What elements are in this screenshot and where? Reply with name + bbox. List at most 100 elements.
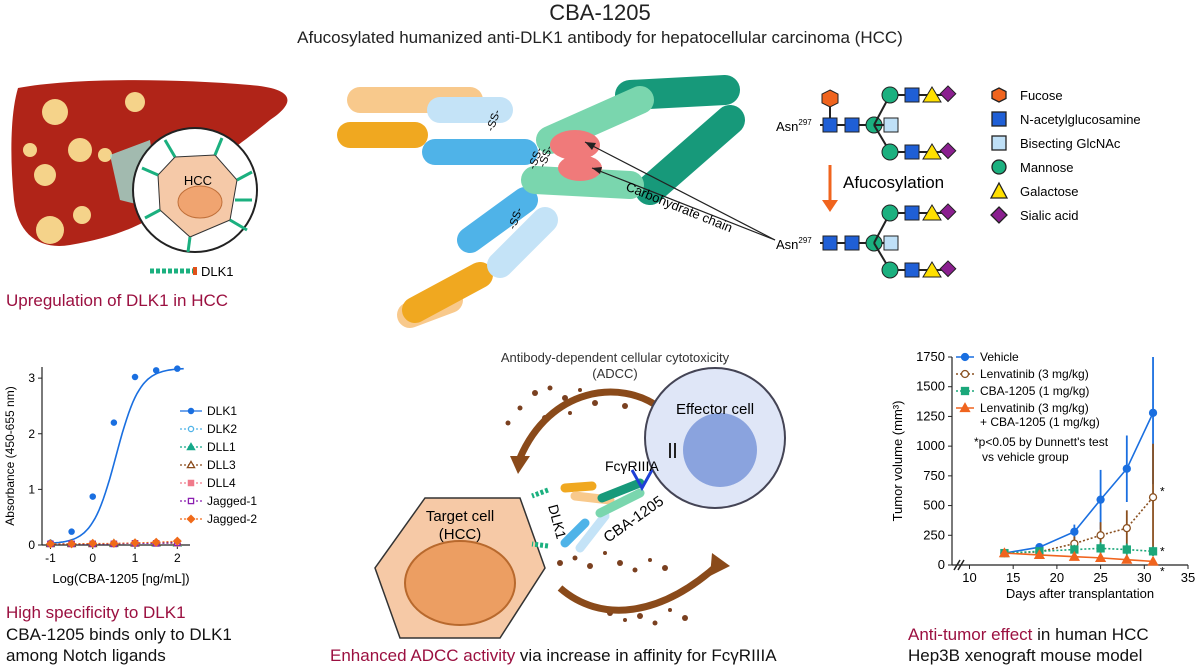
- glycan-fucosylated: Asn297: [776, 85, 957, 161]
- fcgriiia-label: FcγRIIIA: [605, 458, 659, 474]
- legend-triangle-icon: [989, 181, 1009, 199]
- y-tick-label: 1250: [916, 408, 945, 423]
- data-point: [68, 528, 75, 535]
- data-point: [174, 365, 181, 372]
- legend-label: Mannose: [1020, 160, 1073, 175]
- effector-nucleus: [683, 413, 757, 487]
- data-point: [1068, 550, 1080, 561]
- y-tick-label: 0: [28, 538, 35, 552]
- series-2: *: [1000, 542, 1165, 558]
- legend-label: DLL3: [207, 458, 236, 472]
- legend-label: CBA-1205 (1 mg/kg): [980, 384, 1089, 398]
- data-point: [998, 547, 1011, 558]
- legend-marker: [960, 352, 970, 362]
- y-tick-label: 0: [938, 557, 945, 572]
- target-label-2: (HCC): [439, 526, 482, 543]
- significance-note-2: vs vehicle group: [982, 450, 1069, 464]
- x-tick-label: 2: [174, 551, 181, 565]
- effector-label: Effector cell: [676, 401, 754, 418]
- adcc-title: Antibody-dependent cellular cytotoxicity: [501, 350, 730, 365]
- dlk1-receptors: [141, 137, 253, 253]
- significance-note: *p<0.05 by Dunnett's test: [974, 435, 1109, 449]
- y-tick-label: 1000: [916, 438, 945, 453]
- adcc-illustration: Antibody-dependent cellular cytotoxicity…: [374, 350, 786, 639]
- page-title: CBA-1205: [549, 0, 651, 25]
- y-tick-label: 2: [28, 427, 35, 441]
- x-tick-label: 0: [89, 551, 96, 565]
- x-tick-label: 30: [1137, 570, 1151, 585]
- tumor-nodules: [23, 92, 211, 244]
- tumor-caption-line2: Hep3B xenograft mouse model: [908, 646, 1143, 665]
- legend-label: Bisecting GlcNAc: [1020, 136, 1121, 151]
- glycan-afucosylated: Asn297: [776, 203, 957, 279]
- series-line: [1004, 547, 1154, 554]
- legend-marker: [186, 514, 196, 524]
- dlk1-label: DLK1: [201, 264, 234, 279]
- y-tick-label: 1: [28, 482, 35, 496]
- legend-hexagon-icon: [991, 87, 1007, 103]
- legend-label: Lenvatinib (3 mg/kg): [980, 367, 1089, 381]
- significance-mark: *: [1160, 564, 1165, 578]
- legend-square-icon: [991, 111, 1007, 127]
- data-point: [1148, 547, 1158, 556]
- liver-caption: Upregulation of DLK1 in HCC: [6, 291, 229, 310]
- x-tick-label: 20: [1050, 570, 1064, 585]
- data-point: [1122, 545, 1131, 554]
- legend-diamond-icon: [990, 206, 1008, 224]
- x-tick-label: -1: [45, 551, 56, 565]
- data-point: [1148, 408, 1158, 418]
- target-label: Target cell: [426, 508, 494, 525]
- data-point: [1096, 495, 1105, 504]
- specificity-caption-line2: CBA-1205 binds only to DLK1: [6, 625, 232, 644]
- afucosylation-label: Afucosylation: [843, 173, 944, 192]
- x-tick-label: 1: [132, 551, 139, 565]
- data-point: [1122, 464, 1131, 473]
- y-tick-label: 250: [923, 527, 945, 542]
- carbohydrate-label: Carbohydrate chain: [624, 179, 735, 235]
- data-point: [1121, 553, 1133, 564]
- legend-label: Sialic acid: [1020, 208, 1079, 223]
- data-point: [109, 538, 119, 548]
- legend-label: Fucose: [1020, 88, 1063, 103]
- antibody-bound: [560, 478, 645, 553]
- data-point: [131, 373, 139, 381]
- legend-marker: [959, 402, 971, 413]
- legend-label: Jagged-2: [207, 512, 257, 526]
- axis-break: [957, 559, 965, 571]
- series-Jagged-2: [45, 536, 182, 549]
- legend-marker: [186, 460, 196, 469]
- legend-label: DLL1: [207, 440, 236, 454]
- target-nucleus: [404, 540, 516, 626]
- antibody-illustration: -SS- -SS- -SS- -SS- Carbohydrate chain: [337, 75, 776, 328]
- series-line: [50, 367, 184, 544]
- axis-break: [953, 559, 961, 571]
- data-point: [67, 539, 77, 549]
- legend-marker: [960, 386, 970, 396]
- y-axis-label: Tumor volume (mm³): [890, 401, 905, 522]
- data-point: [45, 539, 55, 549]
- y-tick-label: 500: [923, 498, 945, 513]
- legend-label: DLK2: [207, 422, 237, 436]
- asn-label-top: Asn297: [776, 118, 812, 134]
- legend-label: Lenvatinib (3 mg/kg): [980, 401, 1089, 415]
- data-point: [1147, 555, 1159, 566]
- data-point: [89, 493, 96, 500]
- data-point: [88, 538, 98, 548]
- series-line: [1004, 412, 1154, 554]
- specificity-caption-line3: among Notch ligands: [6, 646, 166, 665]
- x-axis-label: Days after transplantation: [1006, 586, 1154, 601]
- specificity-caption: High specificity to DLK1: [6, 603, 186, 622]
- dlk1-legend-marker: [150, 267, 197, 275]
- data-point: [1096, 544, 1105, 553]
- data-point: [1096, 531, 1105, 540]
- legend-marker: [187, 425, 195, 433]
- significance-mark: *: [1160, 484, 1165, 498]
- cytotoxic-granules: [505, 385, 688, 626]
- legend-marker: [960, 369, 970, 379]
- y-tick-label: 750: [923, 468, 945, 483]
- data-point: [151, 537, 161, 547]
- legend-label: N-acetylglucosamine: [1020, 112, 1141, 127]
- asn-label-bottom: Asn297: [776, 236, 812, 252]
